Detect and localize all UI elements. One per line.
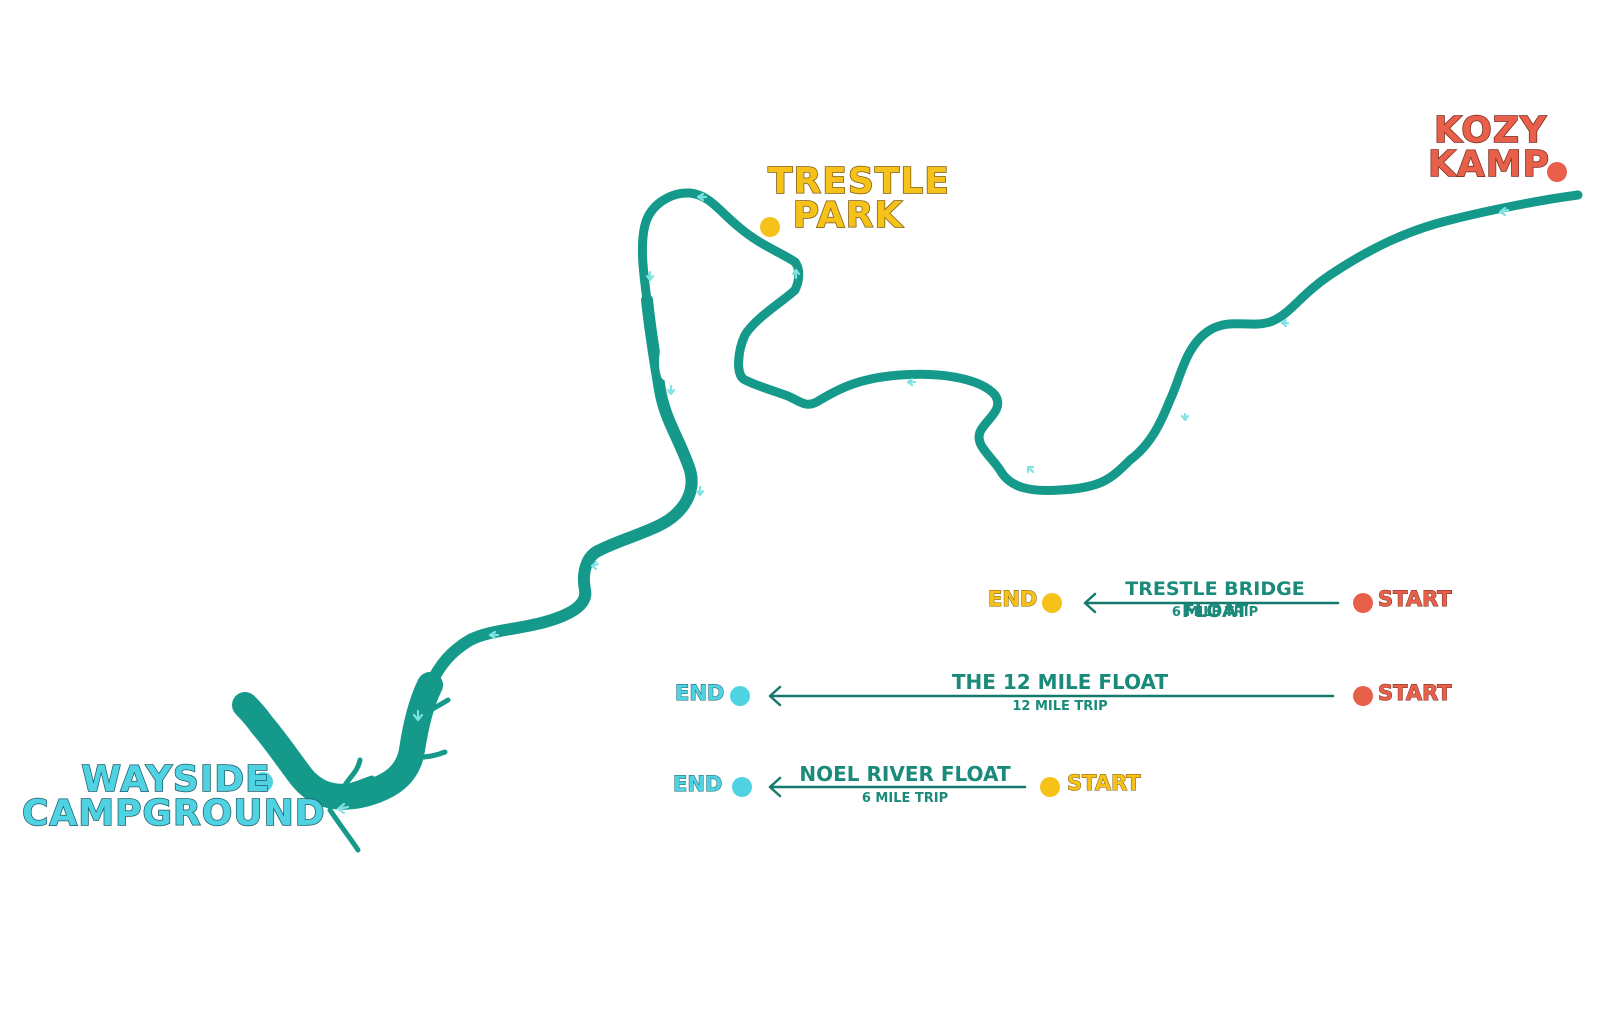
legend-end-label-1: END (987, 587, 1038, 611)
legend-start-label-3: START (1067, 771, 1142, 795)
trestle-park-line-1: TRESTLE (767, 161, 950, 202)
river-middle (424, 294, 698, 691)
river-upper (637, 188, 1583, 495)
legend-end-label-3: END (672, 772, 723, 796)
noel-river-float-arrow (768, 776, 1027, 798)
legend-dot-end-3 (732, 777, 752, 797)
legend-dot-end-1 (1042, 593, 1062, 613)
legend-dot-start-1 (1353, 593, 1373, 613)
legend-dot-start-3 (1040, 777, 1060, 797)
legend-float-title-3: NOEL RIVER FLOAT (799, 762, 1011, 786)
wayside-campground-label: WAYSIDE CAMPGROUND (21, 759, 326, 835)
legend-dot-start-2 (1353, 686, 1373, 706)
legend-float-subtitle-3: 6 MILE TRIP (861, 791, 949, 806)
river-island (659, 344, 669, 380)
kozy-kamp-line-2: KAMP (1427, 144, 1550, 186)
flow-arrows (336, 192, 1510, 815)
trestle-park-dot (760, 217, 780, 237)
kozy-kamp-dot (1547, 162, 1567, 182)
trestle-park-line-2: PARK (792, 195, 904, 237)
kozy-kamp-line-1: KOZY (1433, 110, 1548, 151)
trestle-bridge-float-arrow (1083, 592, 1340, 614)
twelve-mile-float-arrow (768, 685, 1335, 707)
legend-start-label-2: START (1378, 681, 1453, 705)
kozy-kamp-label: KOZY KAMP (1427, 110, 1550, 186)
legend-float-title-1: TRESTLE BRIDGE FLOAT (1125, 578, 1305, 622)
legend-float-subtitle-1: 6 MILE TRIP (1171, 605, 1259, 620)
legend-float-title-2: THE 12 MILE FLOAT (951, 670, 1169, 694)
legend-start-label-1: START (1378, 587, 1453, 611)
legend-float-subtitle-2: 12 MILE TRIP (1012, 699, 1108, 714)
river-lower (232, 672, 443, 810)
trestle-park-label: TRESTLE PARK (767, 161, 950, 237)
legend-end-label-2: END (674, 681, 725, 705)
legend-dot-end-2 (730, 686, 750, 706)
legend-graphics (768, 592, 1340, 798)
wayside-line-1: WAYSIDE (81, 759, 271, 800)
wayside-campground-dot (253, 772, 273, 792)
wayside-line-2: CAMPGROUND (21, 793, 326, 835)
